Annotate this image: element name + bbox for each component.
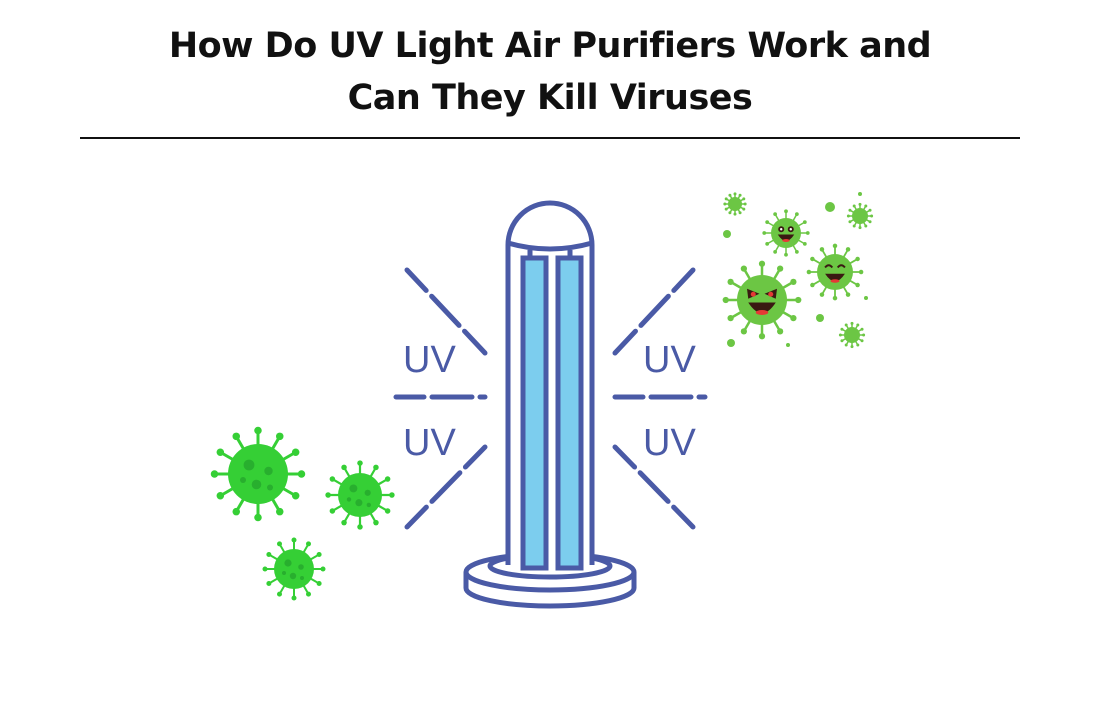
ray (404, 267, 488, 356)
uv-tube-right (555, 255, 584, 571)
uv-label: UV (643, 339, 696, 381)
viruses (210, 192, 874, 601)
uv-tube-left (520, 255, 549, 571)
article-title-line-2: Can They Kill Viruses (347, 78, 753, 118)
title-divider (80, 137, 1020, 139)
uv-label: UV (403, 422, 456, 464)
virus-icon (838, 321, 866, 349)
virus-icon (762, 209, 810, 257)
virus-icon (727, 339, 735, 347)
virus-icon (864, 296, 868, 300)
ray (404, 444, 488, 530)
lamp-dome (507, 240, 593, 252)
virus-icon (723, 230, 731, 238)
virus-icon (858, 192, 862, 196)
virus-icon (325, 460, 395, 530)
uv-label: UV (643, 422, 696, 464)
ray (612, 444, 696, 530)
virus-icon (723, 192, 747, 216)
uv-rays (393, 267, 708, 530)
virus-icon (722, 260, 802, 340)
uv-lamp (463, 200, 637, 609)
article-title-line-1: How Do UV Light Air Purifiers Work and (168, 26, 932, 66)
virus-icon (210, 426, 306, 522)
virus-icon (262, 537, 326, 601)
virus-icon (786, 343, 790, 347)
virus-icon (825, 202, 835, 212)
uv-label: UV (403, 339, 456, 381)
virus-icon (816, 314, 824, 322)
ray (612, 267, 696, 356)
virus-icon (846, 202, 874, 230)
virus-icon (806, 243, 864, 301)
